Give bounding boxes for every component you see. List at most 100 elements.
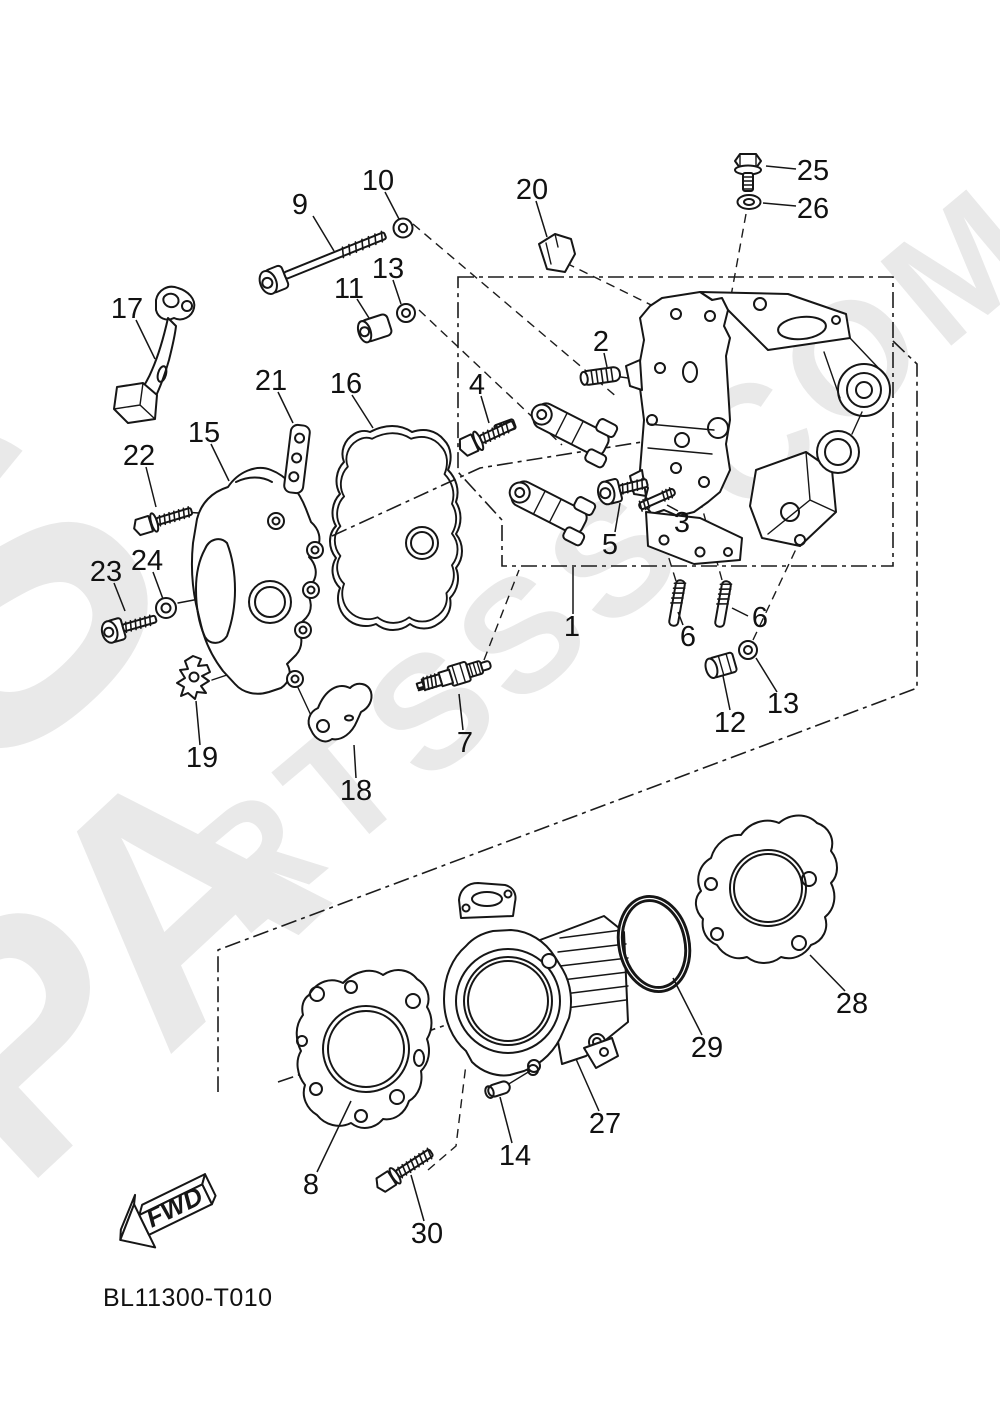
callout-label-15: 15 bbox=[188, 417, 220, 449]
part-head-cover-15 bbox=[191, 467, 324, 695]
part-cylinder-head bbox=[625, 291, 891, 565]
part-gasket-28 bbox=[695, 814, 838, 964]
leader-line-9 bbox=[312, 215, 335, 252]
callout-label-28: 28 bbox=[836, 988, 868, 1020]
part-rocker-assembly-a bbox=[530, 402, 619, 469]
part-washer-26 bbox=[736, 194, 762, 210]
leader-line-10 bbox=[384, 191, 400, 220]
leader-line-20 bbox=[535, 200, 548, 238]
leader-line-24 bbox=[152, 571, 164, 600]
leader-line-7 bbox=[458, 693, 464, 731]
leader-line-26 bbox=[762, 202, 797, 207]
diagram-code: BL11300-T010 bbox=[103, 1284, 273, 1312]
leader-line-17 bbox=[135, 319, 156, 360]
part-washer-13b bbox=[738, 640, 758, 660]
part-stud-6a bbox=[668, 579, 687, 627]
callout-label-16: 16 bbox=[330, 368, 362, 400]
callout-label-30: 30 bbox=[411, 1218, 443, 1250]
part-rocker-assembly-b bbox=[508, 480, 597, 547]
part-washer-13a bbox=[396, 303, 416, 323]
callout-label-6: 6 bbox=[752, 602, 768, 634]
callout-label-7: 7 bbox=[457, 727, 473, 759]
callout-label-20: 20 bbox=[516, 174, 548, 206]
callout-label-1: 1 bbox=[564, 611, 580, 643]
part-bolt-9 bbox=[258, 230, 387, 296]
callout-label-11: 11 bbox=[334, 273, 364, 305]
leader-line-15 bbox=[210, 443, 230, 482]
callout-label-10: 10 bbox=[362, 165, 394, 197]
leader-line-6 bbox=[677, 611, 684, 626]
callout-label-25: 25 bbox=[797, 155, 829, 187]
callout-label-27: 27 bbox=[589, 1108, 621, 1140]
leader-line-2 bbox=[603, 352, 608, 368]
cylinder-head-boundary-box bbox=[457, 276, 894, 567]
leader-line-13 bbox=[392, 279, 402, 305]
pin14-pointer bbox=[506, 1070, 531, 1086]
leader-line-14 bbox=[499, 1096, 513, 1144]
part-holder-18 bbox=[307, 682, 373, 743]
part-stud-2 bbox=[579, 366, 622, 386]
part-pad-20 bbox=[538, 233, 576, 273]
callout-label-3: 3 bbox=[674, 507, 690, 539]
part-bolt-30 bbox=[375, 1147, 434, 1193]
part-stud-6b bbox=[714, 580, 733, 628]
callout-label-5: 5 bbox=[602, 529, 618, 561]
callout-label-22: 22 bbox=[123, 440, 155, 472]
leader-line-11 bbox=[356, 298, 370, 319]
callout-label-9: 9 bbox=[292, 189, 308, 221]
callout-label-6: 6 bbox=[680, 621, 696, 653]
leader-line-5 bbox=[614, 502, 621, 533]
callout-label-24: 24 bbox=[131, 545, 163, 577]
leader-line-21 bbox=[277, 391, 294, 424]
part-bolt-22 bbox=[133, 506, 194, 537]
leader-line-6 bbox=[731, 607, 749, 617]
leader-line-28 bbox=[809, 954, 846, 992]
leader-line-22 bbox=[145, 466, 157, 508]
leader-line-13 bbox=[755, 657, 778, 693]
part-bolt-4 bbox=[458, 420, 516, 457]
washer13-alignment bbox=[418, 309, 563, 446]
leader-line-8 bbox=[316, 1100, 352, 1173]
part-clamp-19 bbox=[176, 655, 211, 700]
part-stud-3 bbox=[638, 487, 676, 512]
leader-line-23 bbox=[113, 582, 126, 612]
part-plug-12 bbox=[704, 651, 738, 680]
callout-label-26: 26 bbox=[797, 193, 829, 225]
watermark: S PA RTSSS.COM bbox=[0, 148, 1000, 1244]
bolt30-alignment bbox=[427, 1063, 467, 1171]
leader-line-4 bbox=[480, 395, 490, 424]
callout-label-13: 13 bbox=[767, 688, 799, 720]
part-washer-24 bbox=[155, 597, 177, 619]
part-o-ring-29 bbox=[616, 894, 692, 994]
callout-label-12: 12 bbox=[714, 707, 746, 739]
leader-line-30 bbox=[410, 1174, 425, 1222]
callout-label-14: 14 bbox=[499, 1140, 531, 1172]
part-bolt-23 bbox=[100, 614, 158, 644]
callout-label-23: 23 bbox=[90, 556, 122, 588]
callout-label-18: 18 bbox=[340, 775, 372, 807]
callout-label-17: 17 bbox=[111, 293, 143, 325]
sparkplug-alignment bbox=[483, 569, 520, 661]
callout-label-21: 21 bbox=[255, 365, 287, 397]
part-head-gasket-8 bbox=[295, 969, 433, 1129]
part-bolt-25 bbox=[734, 153, 762, 192]
callout-label-4: 4 bbox=[469, 369, 485, 401]
part-bracket-17 bbox=[113, 285, 196, 424]
callout-label-29: 29 bbox=[691, 1032, 723, 1064]
part-cylinder-27 bbox=[443, 882, 629, 1077]
cylinder-section-boundary bbox=[217, 340, 918, 1092]
part-collar-11 bbox=[356, 313, 393, 344]
bolt25-alignment bbox=[728, 213, 747, 308]
washer13b-alignment bbox=[752, 546, 798, 641]
callout-label-13: 13 bbox=[372, 253, 404, 285]
leader-line-25 bbox=[765, 165, 797, 170]
part-bolt-5 bbox=[596, 478, 649, 506]
leader-line-29 bbox=[672, 977, 703, 1036]
part-plate-21 bbox=[283, 423, 311, 495]
leader-line-3 bbox=[666, 504, 679, 512]
cover-assembly-axis bbox=[331, 431, 705, 537]
leader-line-16 bbox=[351, 394, 374, 429]
part-dowel-pin-14 bbox=[484, 1080, 511, 1099]
